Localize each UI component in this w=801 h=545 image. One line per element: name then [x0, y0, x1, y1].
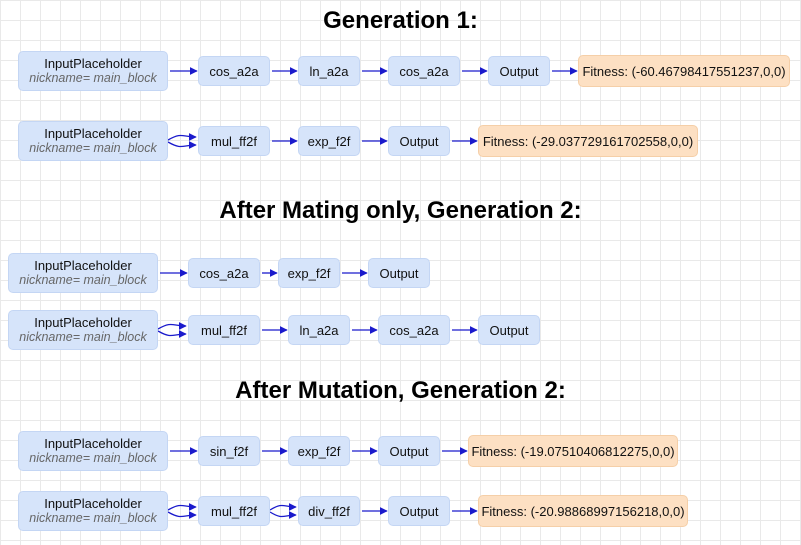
op-node-cos-a2a: cos_a2a: [378, 315, 450, 345]
edge-row3-to-node0-top: [157, 322, 187, 330]
op-node-exp-f2f: exp_f2f: [298, 126, 360, 156]
input-label: InputPlaceholder: [44, 126, 142, 141]
op-node-exp-f2f: exp_f2f: [288, 436, 350, 466]
edge-row3-to-node0-bottom: [157, 330, 187, 338]
op-node-cos-a2a: cos_a2a: [388, 56, 460, 86]
edge-row1-to-node0-bottom: [167, 141, 197, 149]
output-node: Output: [388, 496, 450, 526]
title-after-mating: After Mating only, Generation 2:: [219, 197, 582, 224]
edge-row5-to-node1-bottom: [269, 511, 297, 519]
output-node: Output: [488, 56, 550, 86]
input-nickname: nickname= main_block: [19, 330, 147, 344]
op-node-mul-ff2f: mul_ff2f: [198, 126, 270, 156]
op-node-exp-f2f: exp_f2f: [278, 258, 340, 288]
op-node-mul-ff2f: mul_ff2f: [198, 496, 270, 526]
op-node-ln-a2a: ln_a2a: [298, 56, 360, 86]
fitness-box: Fitness: (-60.46798417551237,0,0): [578, 55, 790, 87]
op-node-mul-ff2f: mul_ff2f: [188, 315, 260, 345]
input-label: InputPlaceholder: [44, 496, 142, 511]
op-node-div-ff2f: div_ff2f: [298, 496, 360, 526]
op-node-ln-a2a: ln_a2a: [288, 315, 350, 345]
input-label: InputPlaceholder: [44, 436, 142, 451]
fitness-box: Fitness: (-29.037729161702558,0,0): [478, 125, 698, 157]
title-after-mutation: After Mutation, Generation 2:: [235, 377, 566, 404]
output-node: Output: [388, 126, 450, 156]
op-node-cos-a2a: cos_a2a: [188, 258, 260, 288]
title-generation-1: Generation 1:: [323, 7, 478, 34]
output-node: Output: [368, 258, 430, 288]
input-label: InputPlaceholder: [34, 315, 132, 330]
op-node-sin-f2f: sin_f2f: [198, 436, 260, 466]
input-nickname: nickname= main_block: [29, 71, 157, 85]
edge-row1-to-node0-top: [167, 133, 197, 141]
input-nickname: nickname= main_block: [29, 451, 157, 465]
input-nickname: nickname= main_block: [19, 273, 147, 287]
output-node: Output: [478, 315, 540, 345]
input-label: InputPlaceholder: [34, 258, 132, 273]
input-nickname: nickname= main_block: [29, 511, 157, 525]
edge-row5-to-node1-top: [269, 503, 297, 511]
edge-row5-to-node0-bottom: [167, 511, 197, 519]
output-node: Output: [378, 436, 440, 466]
input-nickname: nickname= main_block: [29, 141, 157, 155]
fitness-box: Fitness: (-19.07510406812275,0,0): [468, 435, 678, 467]
op-node-cos-a2a: cos_a2a: [198, 56, 270, 86]
fitness-box: Fitness: (-20.98868997156218,0,0): [478, 495, 688, 527]
input-label: InputPlaceholder: [44, 56, 142, 71]
edge-row5-to-node0-top: [167, 503, 197, 511]
